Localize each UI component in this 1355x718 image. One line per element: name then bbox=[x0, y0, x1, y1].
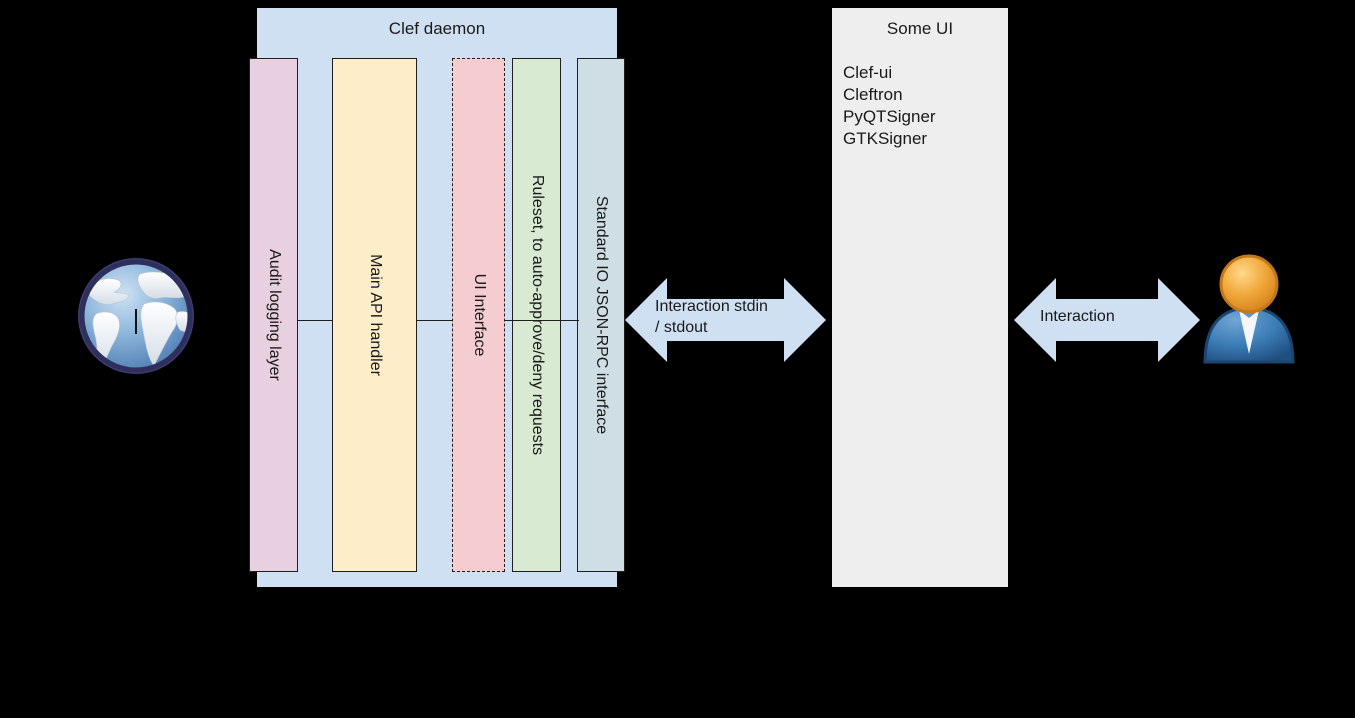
list-item: Clef-ui bbox=[843, 63, 893, 82]
layer-label-audit-logging: Audit logging layer bbox=[265, 249, 283, 381]
globe-icon bbox=[74, 254, 198, 378]
layer-label-ruleset: Ruleset, to auto-approve/deny requests bbox=[528, 174, 546, 456]
layer-box-audit-logging[interactable]: Audit logging layer bbox=[249, 58, 298, 572]
clef-daemon-container bbox=[257, 8, 617, 587]
double-arrow-icon bbox=[1014, 278, 1200, 362]
layer-box-ruleset[interactable]: Ruleset, to auto-approve/deny requests bbox=[512, 58, 561, 572]
some-ui-title: Some UI bbox=[886, 19, 954, 38]
list-item: Cleftron bbox=[843, 85, 903, 104]
list-item: PyQTSigner bbox=[843, 107, 936, 126]
user-interaction-arrow bbox=[1014, 277, 1200, 363]
clef-daemon-title: Clef daemon bbox=[388, 19, 486, 38]
connector-api-to-ui bbox=[416, 320, 453, 321]
layer-box-main-api-handler[interactable]: Main API handler bbox=[332, 58, 417, 572]
stdio-interaction-arrow bbox=[625, 277, 826, 363]
stdio-interaction-arrow-label: Interaction stdin / stdout bbox=[655, 298, 768, 336]
layer-label-ui-interface: UI Interface bbox=[470, 273, 488, 357]
some-ui-panel bbox=[832, 8, 1008, 587]
layer-label-main-api-handler: Main API handler bbox=[366, 254, 384, 376]
double-arrow-icon bbox=[625, 278, 826, 362]
layer-label-standard-io-jsonrpc: Standard IO JSON-RPC interface bbox=[593, 195, 610, 435]
connector-audit-to-api bbox=[297, 320, 333, 321]
user-interaction-arrow-label: Interaction bbox=[1040, 308, 1115, 325]
layer-box-standard-io-jsonrpc[interactable]: Standard IO JSON-RPC interface bbox=[577, 58, 625, 572]
connector-ui-to-stdio bbox=[504, 320, 579, 321]
user-icon bbox=[1199, 252, 1299, 364]
layer-box-ui-interface[interactable]: UI Interface bbox=[452, 58, 505, 572]
some-ui-list: Clef-ui Cleftron PyQTSigner GTKSigner bbox=[843, 62, 1008, 150]
list-item: GTKSigner bbox=[843, 129, 928, 148]
